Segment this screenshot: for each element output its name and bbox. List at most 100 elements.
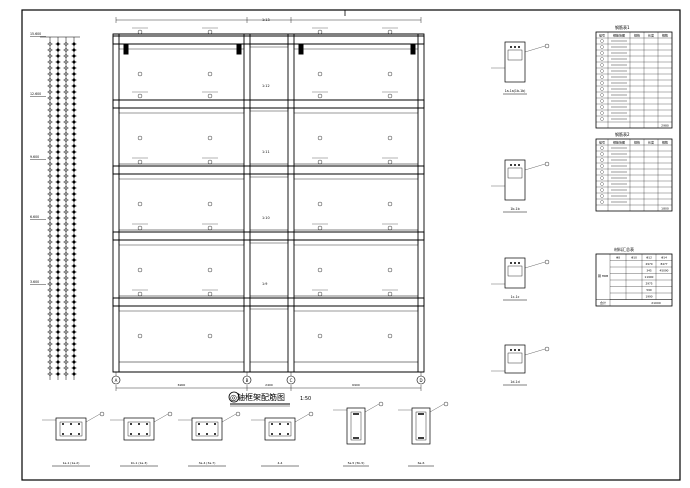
table2-header: 长度 — [648, 139, 654, 144]
section-outline — [504, 257, 526, 289]
table3-total-value: 21000 — [651, 301, 661, 305]
callout-bubble — [137, 225, 143, 231]
table3-value: 2975 — [645, 282, 652, 286]
section-outline — [346, 407, 366, 445]
section-bar — [62, 423, 64, 425]
rebar-mark — [123, 43, 129, 55]
callout-bubble — [387, 135, 393, 141]
callout-bubble — [207, 93, 213, 99]
table2-total: 1800 — [661, 206, 669, 210]
section-leader — [524, 261, 546, 269]
table1-id-bubble — [600, 105, 604, 109]
callout-bubble — [317, 29, 323, 35]
callout-bubble — [317, 225, 323, 231]
section-bar — [420, 413, 422, 415]
section-leader — [221, 413, 237, 423]
callout-bubble — [207, 201, 213, 207]
table1-total: 2980 — [661, 123, 669, 127]
floor-beam — [112, 99, 425, 109]
section-leader — [153, 413, 169, 423]
section-caption: 1c-1c — [511, 295, 520, 299]
dimension-label: 6900 — [178, 383, 186, 387]
rebar-mark — [236, 43, 242, 55]
section-caption: 5a-5 (5b-5) — [348, 461, 365, 465]
callout-bubble — [137, 159, 143, 165]
section-outline — [504, 41, 526, 83]
beam-marker-label: 1:9 — [262, 282, 267, 286]
axis-bubble — [111, 375, 121, 385]
callout-bubble — [137, 93, 143, 99]
callout-bubble — [317, 71, 323, 77]
elevation-reference-columns — [40, 36, 80, 380]
table1-id-bubble — [600, 63, 604, 67]
callout-bubble — [317, 291, 323, 297]
section-bar — [510, 164, 512, 166]
section-bubble — [167, 411, 173, 417]
beam-rebar-bottom — [118, 107, 245, 114]
section-bubble — [544, 43, 550, 49]
table2-id-bubble — [600, 182, 604, 186]
table2-id-bubble — [600, 194, 604, 198]
callout-bubble — [207, 333, 213, 339]
table1-id-bubble — [600, 69, 604, 73]
section-bar — [287, 433, 289, 435]
section-bubble — [544, 346, 550, 352]
table2-id-bubble — [600, 170, 604, 174]
section-bar — [518, 349, 520, 351]
callout-bubble — [137, 135, 143, 141]
table1-header: 编号 — [599, 32, 605, 37]
rebar-mark — [410, 43, 416, 55]
callout-bubble — [137, 201, 143, 207]
table3-value: 11900 — [645, 275, 654, 279]
callout-bubble — [137, 291, 143, 297]
callout-bubble — [387, 29, 393, 35]
beam-rebar-mid — [249, 43, 289, 48]
section-bubble — [308, 411, 314, 417]
table3-header: Φ8 — [616, 256, 620, 260]
frame-column — [112, 33, 120, 373]
section-bubble — [544, 259, 550, 265]
section-stirrup — [507, 265, 523, 277]
table1-id-bubble — [600, 111, 604, 115]
floor-beam — [112, 297, 425, 307]
section-bar — [138, 423, 140, 425]
section-bar — [353, 437, 355, 439]
table2-id-bubble — [600, 152, 604, 156]
section-bar — [279, 433, 281, 435]
section-bar — [62, 433, 64, 435]
callout-bubble — [317, 93, 323, 99]
callout-bubble — [207, 29, 213, 35]
beam-rebar-bottom — [293, 305, 419, 312]
beam-rebar-bottom — [293, 173, 419, 180]
axis-label: D — [419, 378, 422, 383]
table2-id-bubble — [600, 176, 604, 180]
section-stirrup — [195, 421, 219, 437]
beam-rebar-mid — [249, 239, 289, 244]
callout-bubble — [387, 333, 393, 339]
section-caption: 1d-1d — [510, 380, 519, 384]
section-bar — [279, 423, 281, 425]
callout-bubble — [137, 71, 143, 77]
table1-id-bubble — [600, 39, 604, 43]
table1-id-bubble — [600, 117, 604, 121]
table3-value: 1990 — [645, 295, 652, 299]
axis-label: B — [246, 378, 249, 383]
floor-elevation-label: 12.600 — [30, 92, 41, 96]
section-bar — [271, 423, 273, 425]
beam-marker-label: 1:12 — [262, 84, 270, 88]
table3-row-label: 钢 HRB — [598, 273, 608, 278]
floor-beam — [112, 35, 425, 45]
section-bar — [418, 437, 420, 439]
table3-title: 材料汇总表 — [614, 246, 634, 252]
table3-total-label: 合计 — [600, 300, 606, 305]
section-bubble — [235, 411, 241, 417]
table2-header: 规格 — [634, 139, 640, 144]
section-outline — [191, 417, 223, 441]
section-bar — [420, 437, 422, 439]
beam-rebar-mid — [249, 173, 289, 178]
dimension-label: 6900 — [352, 383, 360, 387]
floor-elevation-label: 3.600 — [30, 280, 39, 284]
